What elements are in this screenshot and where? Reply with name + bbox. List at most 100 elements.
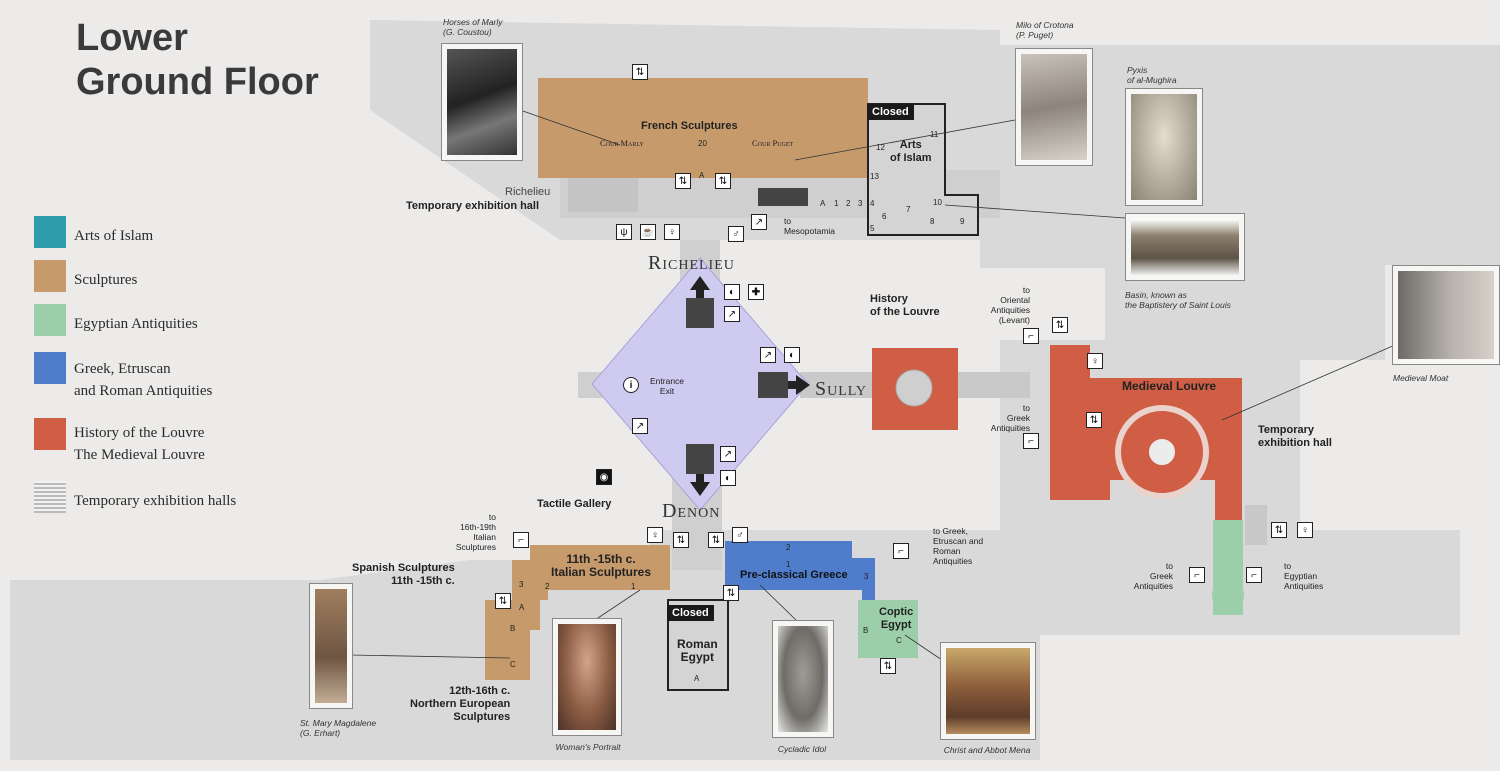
room-label-medieval-louvre[interactable]: Medieval Louvre xyxy=(1122,379,1217,393)
tactile-icon[interactable]: ◉ xyxy=(596,469,612,485)
stairs-icon[interactable]: ⌐ xyxy=(1023,328,1039,344)
elevator-icon[interactable]: ⇅ xyxy=(715,173,731,189)
escalator-south xyxy=(686,444,714,474)
elevator-icon[interactable]: ⇅ xyxy=(632,64,648,80)
photo-image xyxy=(946,648,1030,734)
direction-oriental[interactable]: to Oriental Antiquities (Levant) xyxy=(990,285,1030,325)
restroom-icon[interactable]: ♂ xyxy=(732,527,748,543)
legend-item-temporary: Temporary exhibition halls xyxy=(34,481,236,513)
room-label-spanish-sculptures[interactable]: Spanish Sculptures 11th -15th c. xyxy=(352,562,455,587)
photo-christ-abbot-mena[interactable] xyxy=(940,642,1036,740)
photo-milo[interactable] xyxy=(1015,48,1093,166)
page-title: Lower Ground Floor xyxy=(76,17,319,103)
room-label-temp-hall-right[interactable]: Temporary exhibition hall xyxy=(1258,424,1332,449)
escalator-icon[interactable]: ↗ xyxy=(760,347,776,363)
pavilion-denon[interactable]: Denon xyxy=(662,500,721,522)
elevator-icon[interactable]: ⇅ xyxy=(708,532,724,548)
room-label-history-louvre[interactable]: History of the Louvre xyxy=(870,293,940,318)
photo-womans-portrait[interactable] xyxy=(552,618,622,736)
direction-egyptian[interactable]: to Egyptian Antiquities xyxy=(1284,561,1324,591)
pavilion-sully[interactable]: Sully xyxy=(815,378,868,400)
room-label-tactile-gallery[interactable]: Tactile Gallery xyxy=(537,498,612,510)
leader-milo xyxy=(794,119,1016,161)
elevator-icon[interactable]: ⇅ xyxy=(723,585,739,601)
room-number: 3 xyxy=(519,580,524,589)
elevator-icon[interactable]: ⇅ xyxy=(1271,522,1287,538)
elevator-icon[interactable]: ⇅ xyxy=(495,593,511,609)
room-label-richelieu-temp[interactable]: Richelieu xyxy=(505,186,551,198)
label-entrance-exit[interactable]: Entrance Exit xyxy=(650,376,685,396)
room-number: 2 xyxy=(846,199,851,208)
caption-horses: Horses of Marly (G. Coustou) xyxy=(443,17,503,37)
room-number: 6 xyxy=(882,212,887,221)
direction-greek-mid[interactable]: to Greek Antiquities xyxy=(990,403,1030,433)
escalator-icon[interactable]: ↗ xyxy=(632,418,648,434)
photo-pyxis[interactable] xyxy=(1125,88,1203,206)
room-number: 8 xyxy=(930,217,935,226)
room-label-northern-sculptures[interactable]: 12th-16th c. Northern European Sculpture… xyxy=(410,685,511,723)
restroom-icon[interactable]: ♀ xyxy=(647,527,663,543)
room-label-roman-egypt[interactable]: Roman Egypt xyxy=(677,637,718,664)
first-aid-icon[interactable]: ✚ xyxy=(748,284,764,300)
escalator-icon[interactable]: ↗ xyxy=(724,306,740,322)
room-label-french-sculptures[interactable]: French Sculptures xyxy=(641,120,738,132)
room-label-preclassical-greece[interactable]: Pre-classical Greece xyxy=(740,569,848,581)
audioguide-icon[interactable]: ◐ xyxy=(784,347,800,363)
direction-greek-bottom[interactable]: to Greek Antiquities xyxy=(1133,561,1173,591)
legend-item-greek: Greek, Etruscan and Roman Antiquities xyxy=(34,352,212,402)
room-number: C xyxy=(510,660,516,669)
photo-image xyxy=(1398,271,1494,359)
leader-basin xyxy=(944,204,1126,219)
room-number: 2 xyxy=(786,543,791,552)
photo-horses-of-marly[interactable] xyxy=(441,43,523,161)
direction-italian-16-19[interactable]: to 16th-19th Italian Sculptures xyxy=(455,512,496,552)
stairs-icon[interactable]: ⌐ xyxy=(1246,567,1262,583)
restroom-icon[interactable]: ♀ xyxy=(1297,522,1313,538)
stairs-icon[interactable]: ⌐ xyxy=(513,532,529,548)
direction-mesopotamia[interactable]: to Mesopotamia xyxy=(784,216,836,236)
legend-item-arts-of-islam: Arts of Islam xyxy=(34,216,153,248)
photo-cycladic-idol[interactable] xyxy=(772,620,834,738)
restroom-icon[interactable]: ♀ xyxy=(1087,353,1103,369)
stairs-icon[interactable]: ⌐ xyxy=(893,543,909,559)
caption-milo: Milo of Crotona (P. Puget) xyxy=(1016,20,1074,40)
pavilion-richelieu[interactable]: Richelieu xyxy=(648,252,735,274)
info-icon[interactable]: i xyxy=(623,377,639,393)
elevator-icon[interactable]: ⇅ xyxy=(880,658,896,674)
photo-st-mary-magdalene[interactable] xyxy=(309,583,353,709)
restroom-icon[interactable]: ♀ xyxy=(664,224,680,240)
room-number: 1 xyxy=(631,582,636,591)
elevator-icon[interactable]: ⇅ xyxy=(673,532,689,548)
photo-medieval-moat[interactable] xyxy=(1392,265,1500,365)
audioguide-icon[interactable]: ◐ xyxy=(720,470,736,486)
room-number: 10 xyxy=(933,198,942,207)
elevator-icon[interactable]: ⇅ xyxy=(675,173,691,189)
elevator-icon[interactable]: ⇅ xyxy=(1086,412,1102,428)
legend-swatch xyxy=(34,352,66,384)
room-label-richelieu-temp-hall[interactable]: Temporary exhibition hall xyxy=(406,200,540,212)
room-label-arts-of-islam[interactable]: Arts of Islam xyxy=(890,139,932,164)
stairs-icon[interactable]: ⌐ xyxy=(1023,433,1039,449)
room-history-rotunda xyxy=(895,369,933,407)
escalator-icon[interactable]: ↗ xyxy=(720,446,736,462)
direction-greek-etruscan[interactable]: to Greek, Etruscan and Roman Antiquities xyxy=(933,526,984,566)
escalator-richelieu xyxy=(758,188,808,206)
room-number: 1 xyxy=(786,560,791,569)
escalator-icon[interactable]: ↗ xyxy=(751,214,767,230)
elevator-icon[interactable]: ⇅ xyxy=(1052,317,1068,333)
audioguide-icon[interactable]: ◐ xyxy=(724,284,740,300)
restaurant-icon[interactable]: ψ xyxy=(616,224,632,240)
room-label-italian-sculptures[interactable]: 11th -15th c. Italian Sculptures xyxy=(551,552,652,579)
stairs-icon[interactable]: ⌐ xyxy=(1189,567,1205,583)
photo-basin[interactable] xyxy=(1125,213,1245,281)
room-number: B xyxy=(863,626,869,635)
cafe-icon[interactable]: ☕ xyxy=(640,224,656,240)
leader-moat xyxy=(1221,344,1396,421)
leader-christ xyxy=(904,634,943,661)
room-number: 3 xyxy=(858,199,863,208)
room-label-coptic-egypt[interactable]: Coptic Egypt xyxy=(879,606,914,631)
room-number: A xyxy=(519,603,525,612)
restroom-icon[interactable]: ♂ xyxy=(728,226,744,242)
leader-magdalene xyxy=(349,654,511,659)
room-number: B xyxy=(510,624,516,633)
